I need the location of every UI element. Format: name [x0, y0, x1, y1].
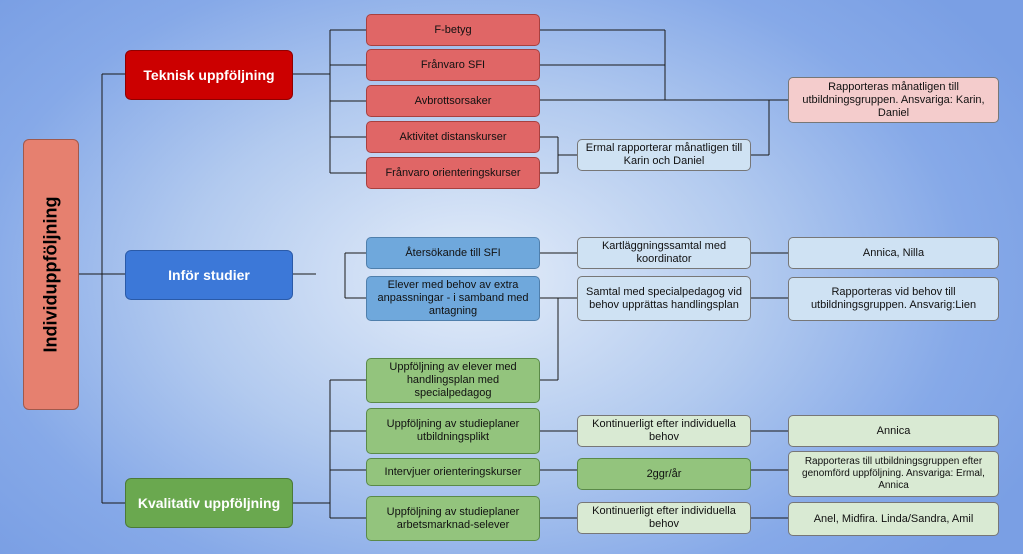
- node-rapporteras-vid-behov: Rapporteras vid behov till utbildningsgr…: [788, 277, 999, 321]
- node-kontinuerligt-2: Kontinuerligt efter individuella behov: [577, 502, 751, 534]
- root-label: Individuppföljning: [40, 196, 61, 353]
- node-intervjuer-orienteringskurser: Intervjuer orienteringskurser: [366, 458, 540, 486]
- node-studieplaner-arbetsmarknad: Uppföljning av studieplaner arbetsmarkna…: [366, 496, 540, 541]
- node-uppfoljning-handlingsplan: Uppföljning av elever med handlingsplan …: [366, 358, 540, 403]
- node-rapporteras-manatligen: Rapporteras månatligen till utbildningsg…: [788, 77, 999, 123]
- node-aktivitet-distanskurser: Aktivitet distanskurser: [366, 121, 540, 153]
- node-f-betyg: F-betyg: [366, 14, 540, 46]
- category-infor-studier: Inför studier: [125, 250, 293, 300]
- node-kontinuerligt-1: Kontinuerligt efter individuella behov: [577, 415, 751, 447]
- node-anel-midfira: Anel, Midfira. Linda/Sandra, Amil: [788, 502, 999, 536]
- node-rapporteras-efter-uppfoljning: Rapporteras till utbildningsgruppen efte…: [788, 451, 999, 497]
- category-teknisk-uppfoljning: Teknisk uppföljning: [125, 50, 293, 100]
- node-elever-med-behov: Elever med behov av extra anpassningar -…: [366, 276, 540, 321]
- node-studieplaner-utbildningsplikt: Uppföljning av studieplaner utbildningsp…: [366, 408, 540, 454]
- node-samtal-specialpedagog: Samtal med specialpedagog vid behov uppr…: [577, 276, 751, 321]
- node-franvaro-orienteringskurser: Frånvaro orienteringskurser: [366, 157, 540, 189]
- root-node: Individuppföljning: [23, 139, 79, 410]
- node-kartlaggningssamtal: Kartläggningssamtal med koordinator: [577, 237, 751, 269]
- node-franvaro-sfi: Frånvaro SFI: [366, 49, 540, 81]
- node-avbrottsorsaker: Avbrottsorsaker: [366, 85, 540, 117]
- node-atersokande-sfi: Återsökande till SFI: [366, 237, 540, 269]
- node-annica-nilla: Annica, Nilla: [788, 237, 999, 269]
- node-2ggr-ar: 2ggr/år: [577, 458, 751, 490]
- node-annica: Annica: [788, 415, 999, 447]
- category-kvalitativ-uppfoljning: Kvalitativ uppföljning: [125, 478, 293, 528]
- node-ermal-rapporterar: Ermal rapporterar månatligen till Karin …: [577, 139, 751, 171]
